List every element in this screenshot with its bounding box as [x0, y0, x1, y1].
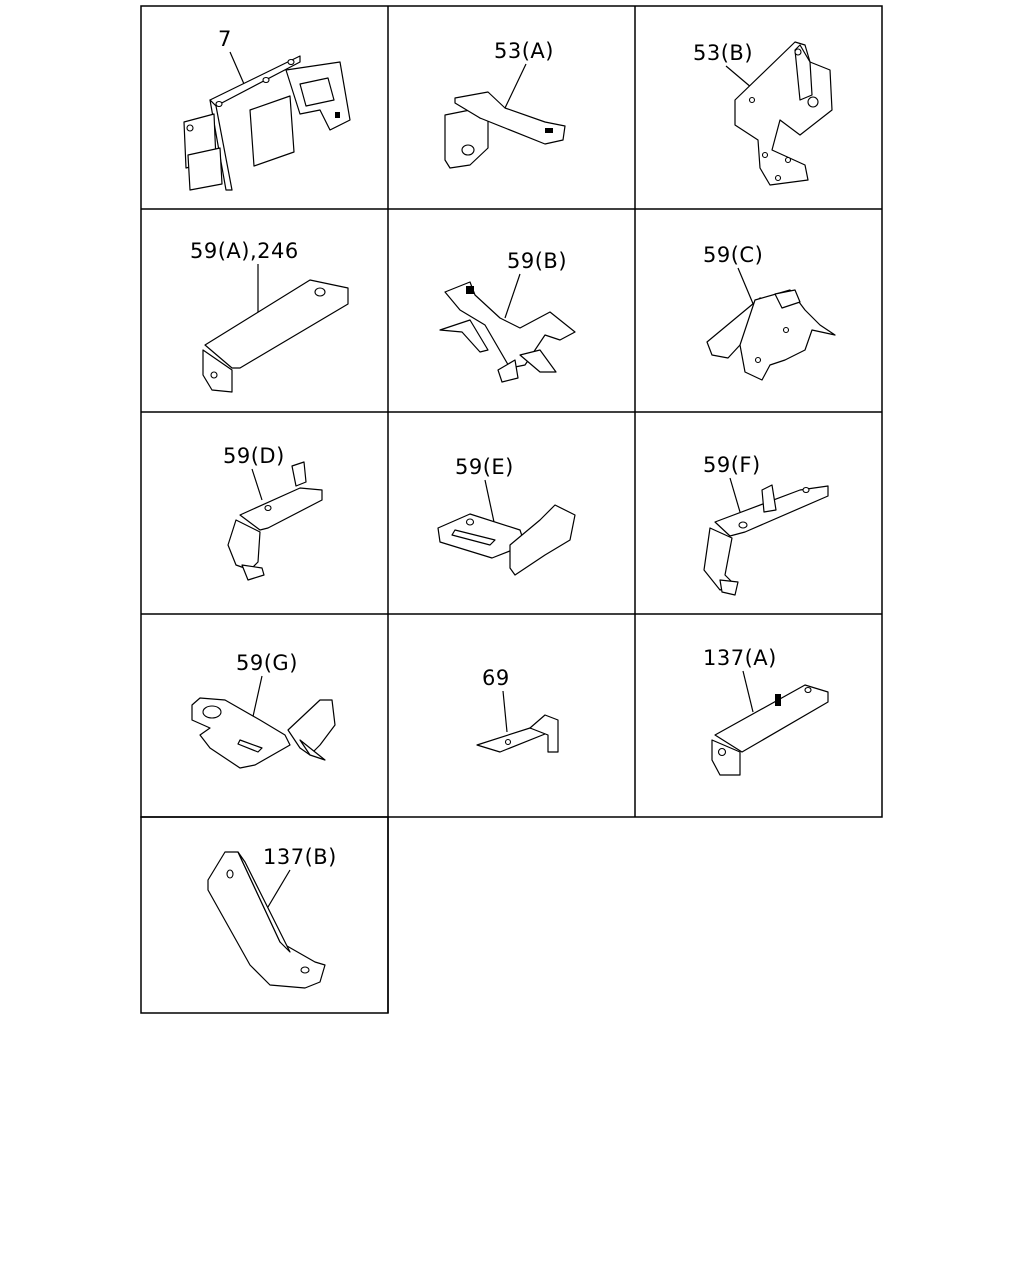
part-cell-53b: 53(B): [693, 41, 833, 186]
part-cell-59g: 59(G): [191, 651, 336, 769]
bracket-59b-drawing: [439, 281, 576, 383]
part-cell-137a: 137(A): [703, 646, 829, 776]
part-label-137b: 137(B): [263, 845, 337, 869]
bracket-137b-drawing: [207, 851, 326, 989]
part-label-59a-246: 59(A),246: [190, 239, 299, 263]
bracket-7-drawing: [183, 55, 351, 191]
part-cell-137b: 137(B): [207, 845, 337, 989]
part-cell-59c: 59(C): [703, 243, 836, 381]
part-cell-59d: 59(D): [223, 444, 323, 581]
bracket-137a-drawing: [711, 684, 829, 776]
grid-frame: [140, 5, 883, 1014]
part-label-59f: 59(F): [703, 453, 761, 477]
bracket-59g-drawing: [191, 697, 336, 769]
bracket-69-drawing: [476, 714, 559, 753]
part-cell-69: 69: [476, 666, 559, 753]
bracket-59c-drawing: [706, 289, 836, 381]
part-label-7: 7: [218, 27, 232, 51]
part-label-59d: 59(D): [223, 444, 285, 468]
part-label-59e: 59(E): [455, 455, 514, 479]
part-cell-59f: 59(F): [703, 453, 829, 596]
bracket-53a-drawing: [444, 91, 566, 169]
part-label-59c: 59(C): [703, 243, 763, 267]
part-label-53a: 53(A): [494, 39, 554, 63]
part-label-59g: 59(G): [236, 651, 298, 675]
part-cell-59e: 59(E): [437, 455, 576, 576]
part-label-69: 69: [482, 666, 510, 690]
part-cell-53a: 53(A): [444, 39, 566, 169]
part-cell-59b: 59(B): [439, 249, 576, 383]
bracket-59f-drawing: [703, 484, 829, 596]
bracket-53b-drawing: [734, 41, 833, 186]
part-cell-59a-246: 59(A),246: [190, 239, 349, 393]
part-cell-7: 7: [183, 27, 351, 191]
bracket-59a-246-drawing: [202, 279, 349, 393]
bracket-59d-drawing: [227, 461, 323, 581]
part-label-53b: 53(B): [693, 41, 753, 65]
bracket-59e-drawing: [437, 504, 576, 576]
part-label-59b: 59(B): [507, 249, 567, 273]
part-label-137a: 137(A): [703, 646, 777, 670]
